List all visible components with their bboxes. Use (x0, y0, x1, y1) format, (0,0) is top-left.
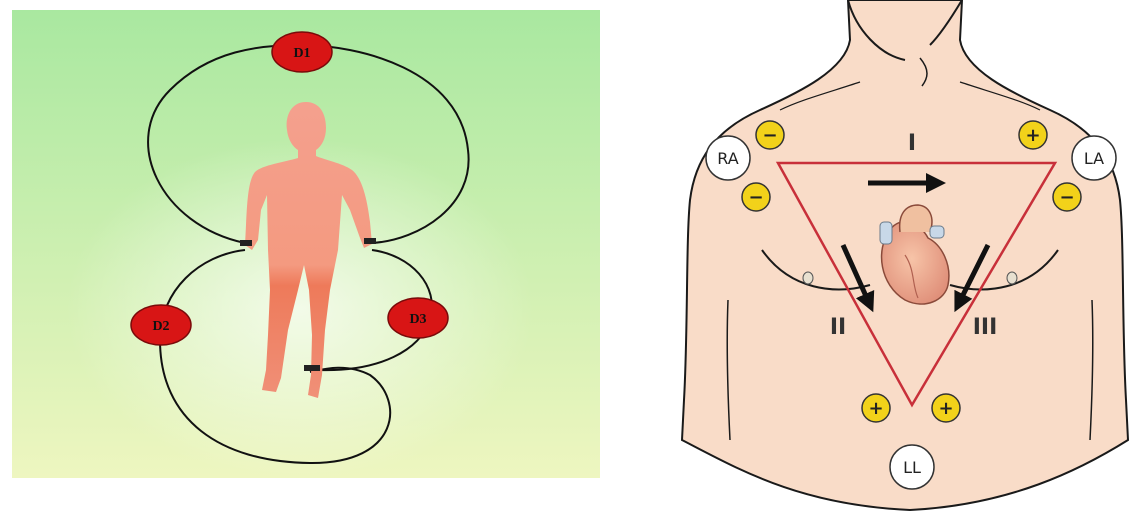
lead-ii-numeral: II (830, 315, 846, 340)
einthoven-panel: D1 D2 D3 (12, 10, 600, 480)
electrode-la: LA (1072, 136, 1116, 180)
nipple-right (1007, 272, 1017, 284)
terminal-la-upper-sign: + (1025, 125, 1040, 146)
terminal-ll-right: + (932, 394, 960, 422)
lead-badge-d1: D1 (272, 32, 332, 72)
left-wrist-cuff (364, 238, 376, 244)
vessel-left (880, 222, 892, 244)
electrode-ll: LL (890, 445, 934, 489)
electrode-ra: RA (706, 136, 750, 180)
left-ankle-cuff (304, 365, 320, 371)
lead-badge-d2: D2 (131, 305, 191, 345)
terminal-ra-upper: − (756, 121, 784, 149)
terminal-ra-upper-sign: − (762, 125, 777, 146)
terminal-ll-left-sign: + (868, 398, 883, 419)
electrode-la-label: LA (1084, 149, 1104, 168)
lead-i-numeral: I (908, 131, 916, 156)
electrode-ll-label: LL (903, 458, 921, 477)
terminal-la-lower: − (1053, 183, 1081, 211)
lead-badge-d3: D3 (388, 298, 448, 338)
electrode-ra-label: RA (717, 149, 738, 168)
lead-iii-numeral: III (973, 315, 998, 340)
terminal-ll-right-sign: + (938, 398, 953, 419)
nipple-left (803, 272, 813, 284)
terminal-ra-lower: − (742, 183, 770, 211)
terminal-ra-lower-sign: − (748, 187, 763, 208)
terminal-la-lower-sign: − (1059, 187, 1074, 208)
right-wrist-cuff (240, 240, 252, 246)
lead-badge-d2-label: D2 (152, 319, 169, 334)
terminal-ll-left: + (862, 394, 890, 422)
torso-panel: I II III − + − − + + RA (682, 0, 1128, 510)
lead-badge-d1-label: D1 (293, 46, 310, 61)
lead-badge-d3-label: D3 (409, 312, 426, 327)
vessel-right (930, 226, 944, 238)
terminal-la-upper: + (1019, 121, 1047, 149)
